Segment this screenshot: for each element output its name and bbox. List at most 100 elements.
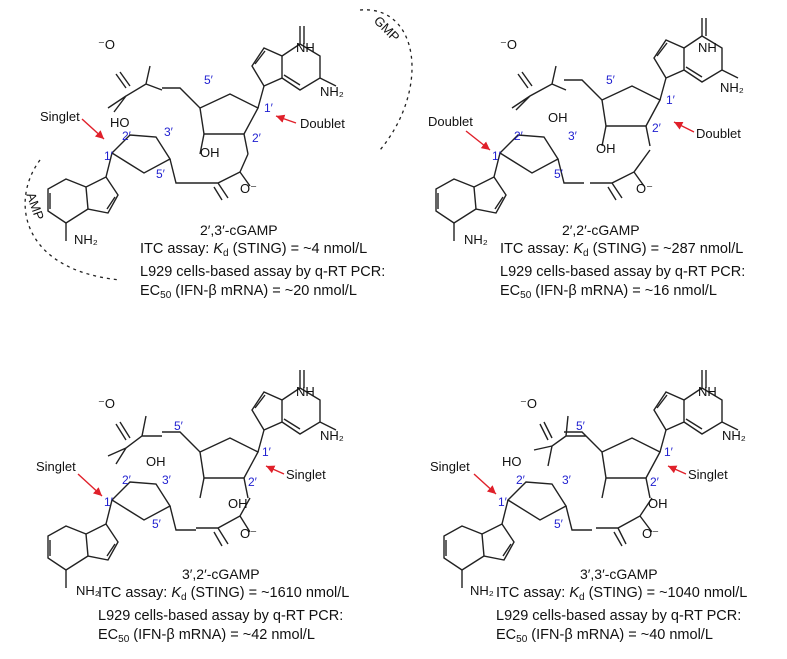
- right-proton-label: Singlet: [286, 467, 326, 482]
- ec-symbol: EC: [140, 283, 161, 299]
- locant-1-prime: 1′: [104, 495, 114, 509]
- atom-label: HO: [110, 115, 130, 130]
- left-proton-label: Singlet: [430, 459, 470, 474]
- left-proton-label: Singlet: [40, 109, 80, 124]
- right-arrow: [667, 465, 687, 475]
- right-proton-label: Singlet: [688, 467, 728, 482]
- locant-2-prime: 2′: [650, 475, 660, 489]
- atom-label: NH₂: [74, 232, 98, 247]
- locant-2-prime: 2′: [122, 129, 132, 143]
- atom-label: O⁻: [636, 181, 653, 196]
- locant-1-prime: 1′: [262, 445, 272, 459]
- l929-line: L929 cells-based assay by q-RT PCR:: [496, 608, 742, 624]
- l929-line: L929 cells-based assay by q-RT PCR:: [98, 608, 344, 624]
- right-proton-label: Doublet: [300, 116, 345, 131]
- atom-label: NH: [296, 40, 315, 55]
- caption-3-3-cgamp: 3′,3′-cGAMP ITC assay: Kd (STING) = ~104…: [496, 565, 747, 649]
- ec-subscript: 50: [516, 634, 528, 645]
- itc-line: ITC assay: Kd (STING) = ~4 nmol/L: [140, 240, 385, 263]
- locant-5-prime: 5′: [174, 419, 184, 433]
- locant-2-prime: 2′: [516, 473, 526, 487]
- locant-1-prime: 1′: [664, 445, 674, 459]
- itc-line: ITC assay: Kd (STING) = ~1040 nmol/L: [496, 584, 747, 607]
- compound-name: 3′,3′-cGAMP: [580, 566, 658, 582]
- left-arrow: [473, 473, 497, 495]
- left-arrow: [77, 473, 103, 497]
- right-arrow: [275, 114, 297, 124]
- atom-label: ⁻O: [98, 37, 115, 52]
- right-arrow: [265, 465, 285, 475]
- left-arrow: [81, 118, 105, 140]
- atom-label: NH₂: [470, 583, 494, 598]
- locant-5-prime: 5′: [554, 167, 564, 181]
- itc-prefix: ITC assay:: [500, 241, 574, 257]
- locant-1-prime: 1′: [264, 101, 274, 115]
- ec-subscript: 50: [118, 634, 130, 645]
- ec-symbol: EC: [496, 627, 517, 643]
- itc-prefix: ITC assay:: [98, 585, 172, 601]
- l929-line: L929 cells-based assay by q-RT PCR:: [140, 264, 386, 280]
- ec50-line: EC50 (IFN-β mRNA) = ~20 nmol/L: [140, 282, 385, 305]
- locant-5-prime: 5′: [204, 73, 214, 87]
- compound-name: 2′,2′-cGAMP: [562, 222, 640, 238]
- kd-symbol: K: [573, 241, 583, 257]
- locant-5-prime: 5′: [606, 73, 616, 87]
- locant-2-prime: 2′: [514, 129, 524, 143]
- caption-3-2-cgamp: 3′,2′-cGAMP ITC assay: Kd (STING) = ~161…: [98, 565, 349, 649]
- atom-label: NH₂: [720, 80, 744, 95]
- atom-label: ⁻O: [520, 396, 537, 411]
- compound-name: 3′,2′-cGAMP: [182, 566, 260, 582]
- itc-value: (STING) = ~1040 nmol/L: [584, 585, 748, 601]
- ec-symbol: EC: [500, 283, 521, 299]
- atom-label: NH₂: [320, 84, 344, 99]
- atom-label: OH: [228, 496, 248, 511]
- atom-label: OH: [548, 110, 568, 125]
- kd-subscript: d: [223, 248, 229, 259]
- ec-symbol: EC: [98, 627, 119, 643]
- left-proton-label: Singlet: [36, 459, 76, 474]
- atom-label: NH₂: [722, 428, 746, 443]
- atom-label: HO: [502, 454, 522, 469]
- right-proton-label: Doublet: [696, 126, 741, 141]
- left-arrow: [465, 130, 491, 151]
- kd-subscript: d: [181, 592, 187, 603]
- locant-1-prime: 1′: [498, 495, 508, 509]
- locant-2-prime: 2′: [252, 131, 262, 145]
- atom-label: O⁻: [642, 526, 659, 541]
- ec-value: (IFN-β mRNA) = ~20 nmol/L: [171, 283, 357, 299]
- locant-5-prime: 5′: [576, 419, 586, 433]
- locant-3-prime: 3′: [562, 473, 572, 487]
- atom-label: OH: [146, 454, 166, 469]
- locant-3-prime: 3′: [164, 125, 174, 139]
- locant-2-prime: 2′: [122, 473, 132, 487]
- atom-label: O⁻: [240, 526, 257, 541]
- kd-symbol: K: [213, 241, 223, 257]
- atom-label: ⁻O: [500, 37, 517, 52]
- compound-name: 2′,3′-cGAMP: [200, 222, 278, 238]
- atom-label: NH₂: [320, 428, 344, 443]
- structure-2-2-cgamp: 5′ 1′ 2′ 2′ 3′ 1′ 5′ OH OH NH₂ NH NH₂ ⁻O…: [428, 17, 744, 247]
- atom-label: O⁻: [240, 181, 257, 196]
- itc-line: ITC assay: Kd (STING) = ~287 nmol/L: [500, 240, 745, 263]
- atom-label: NH: [296, 384, 315, 399]
- ec-value: (IFN-β mRNA) = ~40 nmol/L: [527, 627, 713, 643]
- atom-label: OH: [200, 145, 220, 160]
- locant-5-prime: 5′: [554, 517, 564, 531]
- ec50-line: EC50 (IFN-β mRNA) = ~16 nmol/L: [500, 282, 745, 305]
- atom-label: NH₂: [76, 583, 100, 598]
- caption-2-3-cgamp: 2′,3′-cGAMP ITC assay: Kd (STING) = ~4 n…: [140, 221, 385, 305]
- locant-3-prime: 3′: [568, 129, 578, 143]
- atom-label: NH: [698, 40, 717, 55]
- itc-value: (STING) = ~287 nmol/L: [588, 241, 744, 257]
- locant-1-prime: 1′: [104, 149, 114, 163]
- itc-prefix: ITC assay:: [140, 241, 214, 257]
- left-proton-label: Doublet: [428, 114, 473, 129]
- locant-1-prime: 1′: [492, 149, 502, 163]
- kd-symbol: K: [569, 585, 579, 601]
- group-label-gmp: GMP: [371, 13, 403, 45]
- structure-3-2-cgamp: 5′ 1′ 2′ 2′ 3′ 1′ 5′ OH OH NH₂ NH NH₂ ⁻O…: [36, 369, 344, 598]
- atom-label: ⁻O: [98, 396, 115, 411]
- atom-label: NH: [698, 384, 717, 399]
- itc-value: (STING) = ~4 nmol/L: [228, 241, 368, 257]
